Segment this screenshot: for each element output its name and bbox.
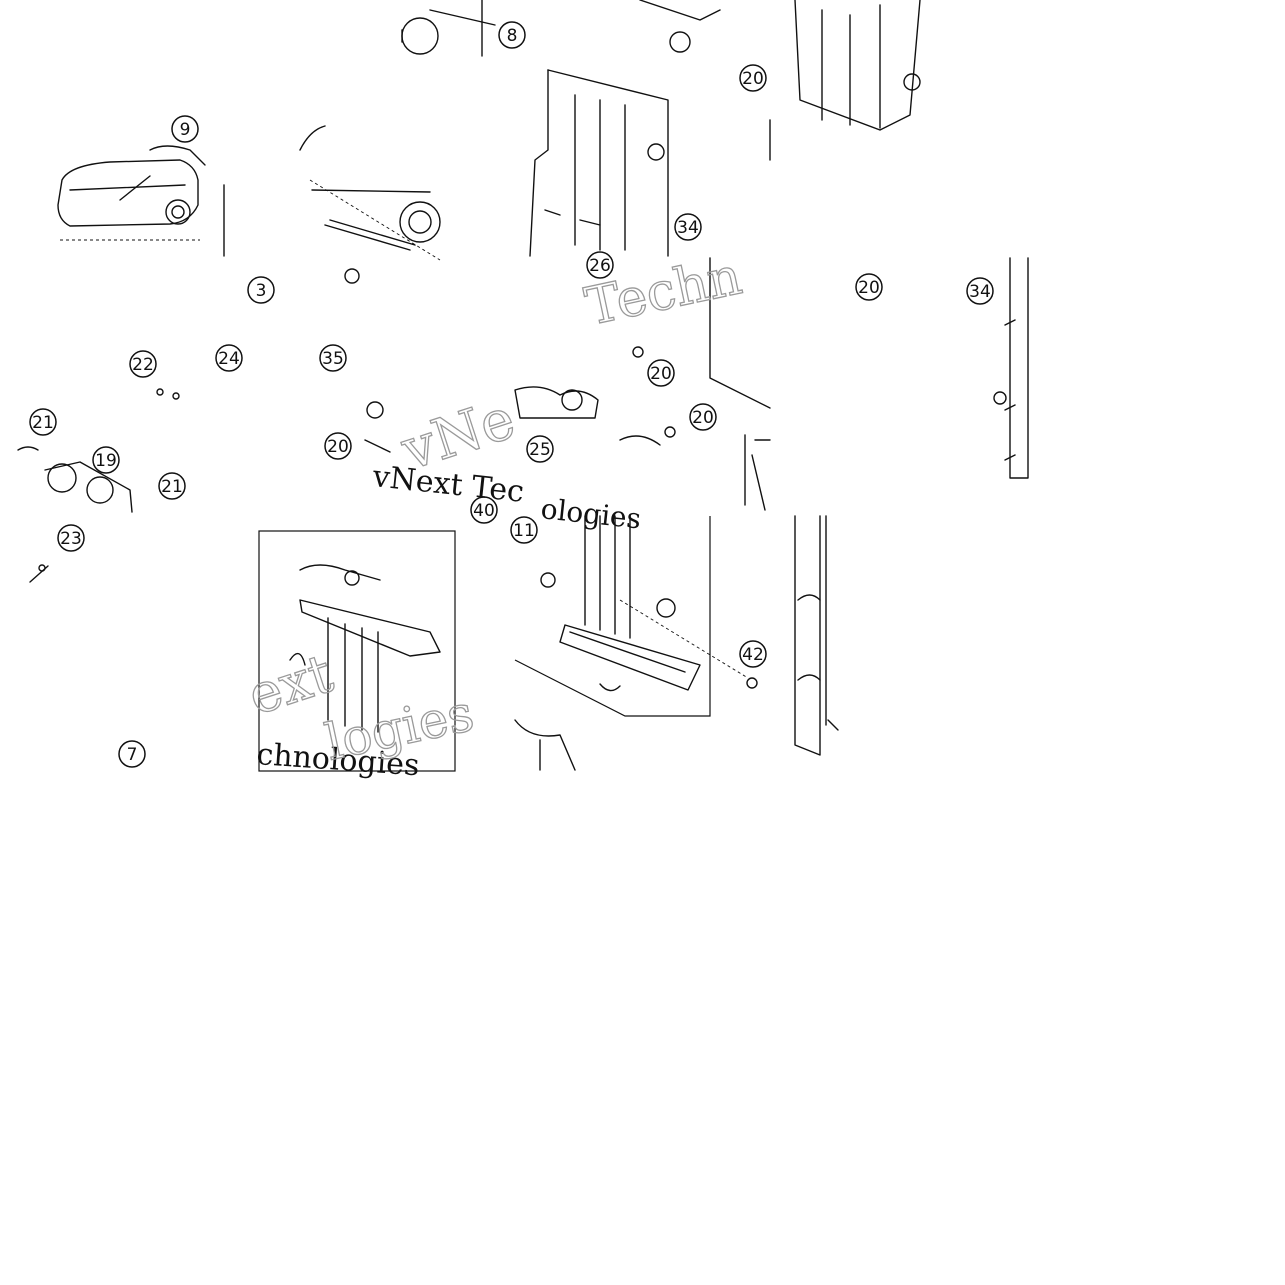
svg-text:24: 24 [218, 349, 240, 369]
callout-20-d: 20 [689, 403, 717, 431]
svg-text:20: 20 [742, 69, 764, 89]
watermark-ologies: ologies [539, 492, 642, 535]
shaft-assembly [299, 125, 441, 284]
svg-text:23: 23 [60, 529, 82, 549]
callout-20-c: 20 [647, 359, 675, 387]
callout-3: 3 [247, 276, 275, 304]
svg-text:21: 21 [32, 413, 54, 433]
part-9-assembly [57, 145, 225, 257]
callout-24: 24 [215, 344, 243, 372]
valve-housing-left [529, 0, 721, 257]
callout-20-b: 20 [855, 273, 883, 301]
callout-25: 25 [526, 435, 554, 463]
inset-frame-center [514, 515, 758, 771]
svg-text:20: 20 [692, 408, 714, 428]
callout-7: 7 [118, 740, 146, 768]
svg-text:20: 20 [858, 278, 880, 298]
svg-text:7: 7 [127, 745, 138, 765]
long-sleeve [794, 515, 839, 756]
watermark-vnext-tec: vNext Tec [370, 459, 526, 510]
svg-text:34: 34 [677, 218, 699, 238]
fitting-cluster [17, 388, 180, 583]
callout-22: 22 [129, 350, 157, 378]
callout-9: 9 [171, 115, 199, 143]
svg-text:34: 34 [969, 282, 991, 302]
svg-text:8: 8 [507, 26, 518, 46]
svg-text:25: 25 [529, 440, 551, 460]
callout-20-a: 20 [739, 64, 767, 92]
valve-housing-right [769, 0, 921, 161]
callout-19: 19 [92, 446, 120, 474]
callout-21-a: 21 [29, 408, 57, 436]
callout-20-e: 20 [324, 432, 352, 460]
svg-text:20: 20 [650, 364, 672, 384]
center-fittings [364, 346, 771, 511]
callout-34-a: 34 [674, 213, 702, 241]
svg-text:21: 21 [161, 477, 183, 497]
svg-text:42: 42 [742, 645, 764, 665]
callout-11: 11 [510, 516, 538, 544]
callout-23: 23 [57, 524, 85, 552]
svg-text:20: 20 [327, 437, 349, 457]
svg-text:3: 3 [256, 281, 267, 301]
callout-21-b: 21 [158, 472, 186, 500]
callout-34-b: 34 [966, 277, 994, 305]
callout-40: 40 [470, 496, 498, 524]
svg-text:35: 35 [322, 349, 344, 369]
inset-frame-left [258, 530, 456, 772]
svg-text:11: 11 [513, 521, 535, 541]
svg-text:40: 40 [473, 501, 495, 521]
svg-text:22: 22 [132, 355, 154, 375]
svg-text:26: 26 [589, 256, 611, 276]
callout-26: 26 [586, 251, 614, 279]
svg-text:9: 9 [180, 120, 191, 140]
callout-35: 35 [319, 344, 347, 372]
svg-text:19: 19 [95, 451, 117, 471]
upper-cylinder [401, 0, 496, 57]
vertical-rail [709, 257, 1029, 479]
callout-8: 8 [498, 21, 526, 49]
callout-42: 42 [739, 640, 767, 668]
